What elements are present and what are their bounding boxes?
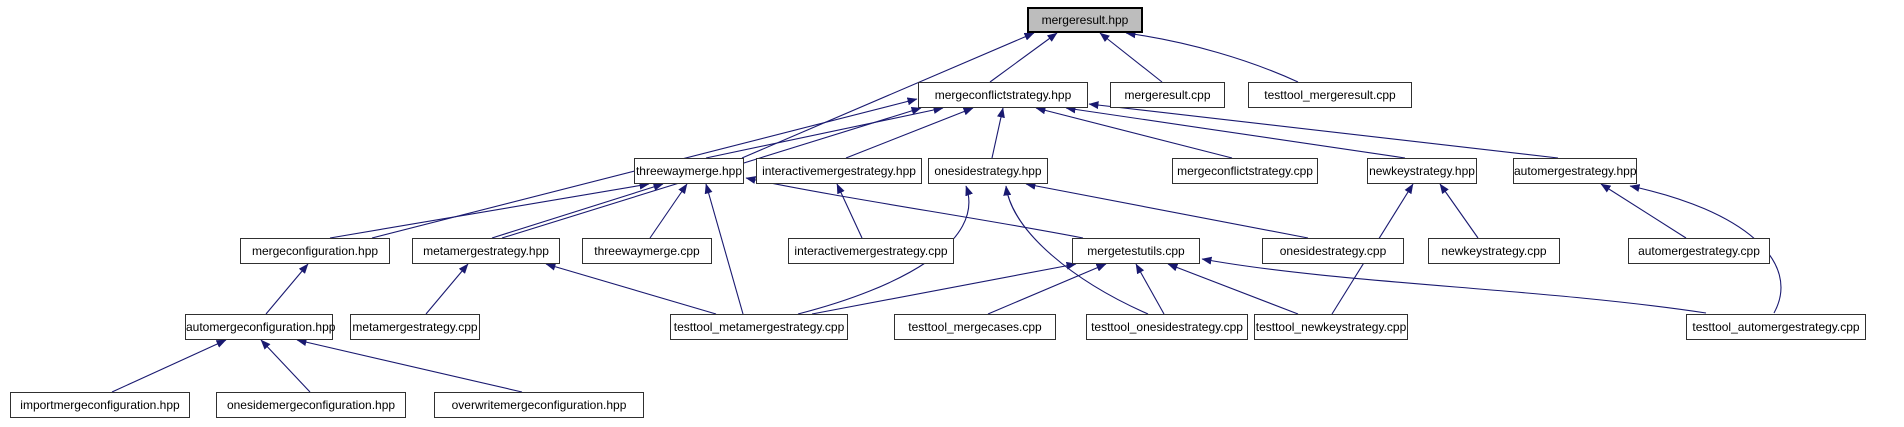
- node-onesidestrategy-cpp[interactable]: onesidestrategy.cpp: [1262, 238, 1404, 264]
- include-edge-mergeresult-cpp-to-mergeresult-hpp: [1099, 32, 1163, 83]
- include-edge-mergeconflictstrategy-hpp-to-mergeresult-hpp: [989, 32, 1058, 83]
- node-interactivemergestrategy-cpp[interactable]: interactivemergestrategy.cpp: [788, 238, 954, 264]
- node-mergetestutils-cpp[interactable]: mergetestutils.cpp: [1072, 238, 1200, 264]
- node-testtool-automergestrategy-cpp[interactable]: testtool_automergestrategy.cpp: [1686, 314, 1866, 340]
- node-testtool-mergecases-cpp[interactable]: testtool_mergecases.cpp: [894, 314, 1056, 340]
- include-edge-automergestrategy-hpp-to-mergeconflictstrategy-hpp: [1088, 101, 1559, 159]
- include-edge-mergeconflictstrategy-cpp-to-mergeconflictstrategy-hpp: [1035, 106, 1233, 159]
- include-edge-onesidemergeconfiguration-hpp-to-automergeconfiguration-hpp: [260, 339, 311, 393]
- include-edge-testtool-onesidestrategy-cpp-to-onesidestrategy-hpp: [1003, 185, 1149, 315]
- node-threewaymerge-cpp[interactable]: threewaymerge.cpp: [582, 238, 712, 264]
- node-importmergeconfiguration-hpp[interactable]: importmergeconfiguration.hpp: [10, 392, 190, 418]
- node-newkeystrategy-cpp[interactable]: newkeystrategy.cpp: [1428, 238, 1560, 264]
- node-automergeconfiguration-hpp[interactable]: automergeconfiguration.hpp: [185, 314, 335, 340]
- node-mergeconflictstrategy-hpp[interactable]: mergeconflictstrategy.hpp: [918, 82, 1088, 108]
- node-testtool-onesidestrategy-cpp[interactable]: testtool_onesidestrategy.cpp: [1086, 314, 1248, 340]
- include-edge-interactivemergestrategy-cpp-to-interactivemergestrategy-hpp: [836, 183, 863, 239]
- node-testtool-mergeresult-cpp[interactable]: testtool_mergeresult.cpp: [1248, 82, 1412, 108]
- node-testtool-newkeystrategy-cpp[interactable]: testtool_newkeystrategy.cpp: [1254, 314, 1408, 340]
- include-edge-automergeconfiguration-hpp-to-mergeconfiguration-hpp: [265, 263, 309, 315]
- node-metamergestrategy-cpp[interactable]: metamergestrategy.cpp: [350, 314, 480, 340]
- node-mergeresult-cpp[interactable]: mergeresult.cpp: [1110, 82, 1225, 108]
- include-edge-testtool-mergecases-cpp-to-mergetestutils-cpp: [987, 263, 1107, 315]
- include-edge-testtool-mergeresult-cpp-to-mergeresult-hpp: [1125, 30, 1299, 83]
- include-edge-overwritemergeconfiguration-hpp-to-automergeconfiguration-hpp: [296, 338, 523, 393]
- include-edge-onesidestrategy-cpp-to-onesidestrategy-hpp: [1025, 181, 1309, 239]
- include-edge-testtool-newkeystrategy-cpp-to-mergetestutils-cpp: [1167, 263, 1299, 315]
- include-edge-interactivemergestrategy-hpp-to-mergeconflictstrategy-hpp: [845, 107, 974, 159]
- include-edge-metamergestrategy-hpp-to-threewaymerge-hpp: [491, 183, 664, 239]
- include-edge-mergetestutils-cpp-to-threewaymerge-hpp: [745, 176, 1084, 239]
- include-edge-testtool-metamergestrategy-cpp-to-mergetestutils-cpp: [811, 261, 1077, 315]
- node-overwritemergeconfiguration-hpp[interactable]: overwritemergeconfiguration.hpp: [434, 392, 644, 418]
- include-edge-mergeconfiguration-hpp-to-threewaymerge-hpp: [329, 181, 650, 239]
- include-edge-newkeystrategy-hpp-to-mergeconflictstrategy-hpp: [1065, 105, 1406, 159]
- node-threewaymerge-hpp[interactable]: threewaymerge.hpp: [634, 158, 744, 184]
- node-automergestrategy-hpp[interactable]: automergestrategy.hpp: [1513, 158, 1637, 184]
- node-mergeconflictstrategy-cpp[interactable]: mergeconflictstrategy.cpp: [1172, 158, 1318, 184]
- node-mergeresult-hpp: mergeresult.hpp: [1027, 7, 1143, 33]
- include-edge-automergestrategy-cpp-to-automergestrategy-hpp: [1600, 183, 1687, 239]
- node-testtool-metamergestrategy-cpp[interactable]: testtool_metamergestrategy.cpp: [670, 314, 848, 340]
- include-edge-metamergestrategy-cpp-to-metamergestrategy-hpp: [425, 263, 469, 315]
- include-edge-testtool-metamergestrategy-cpp-to-metamergestrategy-hpp: [545, 262, 717, 315]
- node-onesidestrategy-hpp[interactable]: onesidestrategy.hpp: [928, 158, 1048, 184]
- include-edge-testtool-onesidestrategy-cpp-to-mergetestutils-cpp: [1135, 263, 1165, 315]
- node-mergeconfiguration-hpp[interactable]: mergeconfiguration.hpp: [240, 238, 390, 264]
- include-edge-threewaymerge-cpp-to-threewaymerge-hpp: [649, 183, 688, 239]
- node-onesidemergeconfiguration-hpp[interactable]: onesidemergeconfiguration.hpp: [216, 392, 406, 418]
- node-newkeystrategy-hpp[interactable]: newkeystrategy.hpp: [1367, 158, 1477, 184]
- include-edge-importmergeconfiguration-hpp-to-automergeconfiguration-hpp: [111, 339, 227, 393]
- node-interactivemergestrategy-hpp[interactable]: interactivemergestrategy.hpp: [756, 158, 922, 184]
- node-automergestrategy-cpp[interactable]: automergestrategy.cpp: [1628, 238, 1770, 264]
- include-edge-threewaymerge-hpp-to-mergeresult-hpp: [741, 32, 1035, 159]
- node-metamergestrategy-hpp[interactable]: metamergestrategy.hpp: [412, 238, 560, 264]
- include-edge-newkeystrategy-cpp-to-newkeystrategy-hpp: [1439, 183, 1479, 239]
- include-edge-testtool-metamergestrategy-cpp-to-threewaymerge-hpp: [704, 183, 744, 315]
- include-edge-testtool-automergestrategy-cpp-to-mergetestutils-cpp: [1201, 256, 1707, 314]
- include-edge-onesidestrategy-hpp-to-mergeconflictstrategy-hpp: [991, 107, 1005, 159]
- include-edge-threewaymerge-hpp-to-mergeconflictstrategy-hpp: [705, 106, 944, 159]
